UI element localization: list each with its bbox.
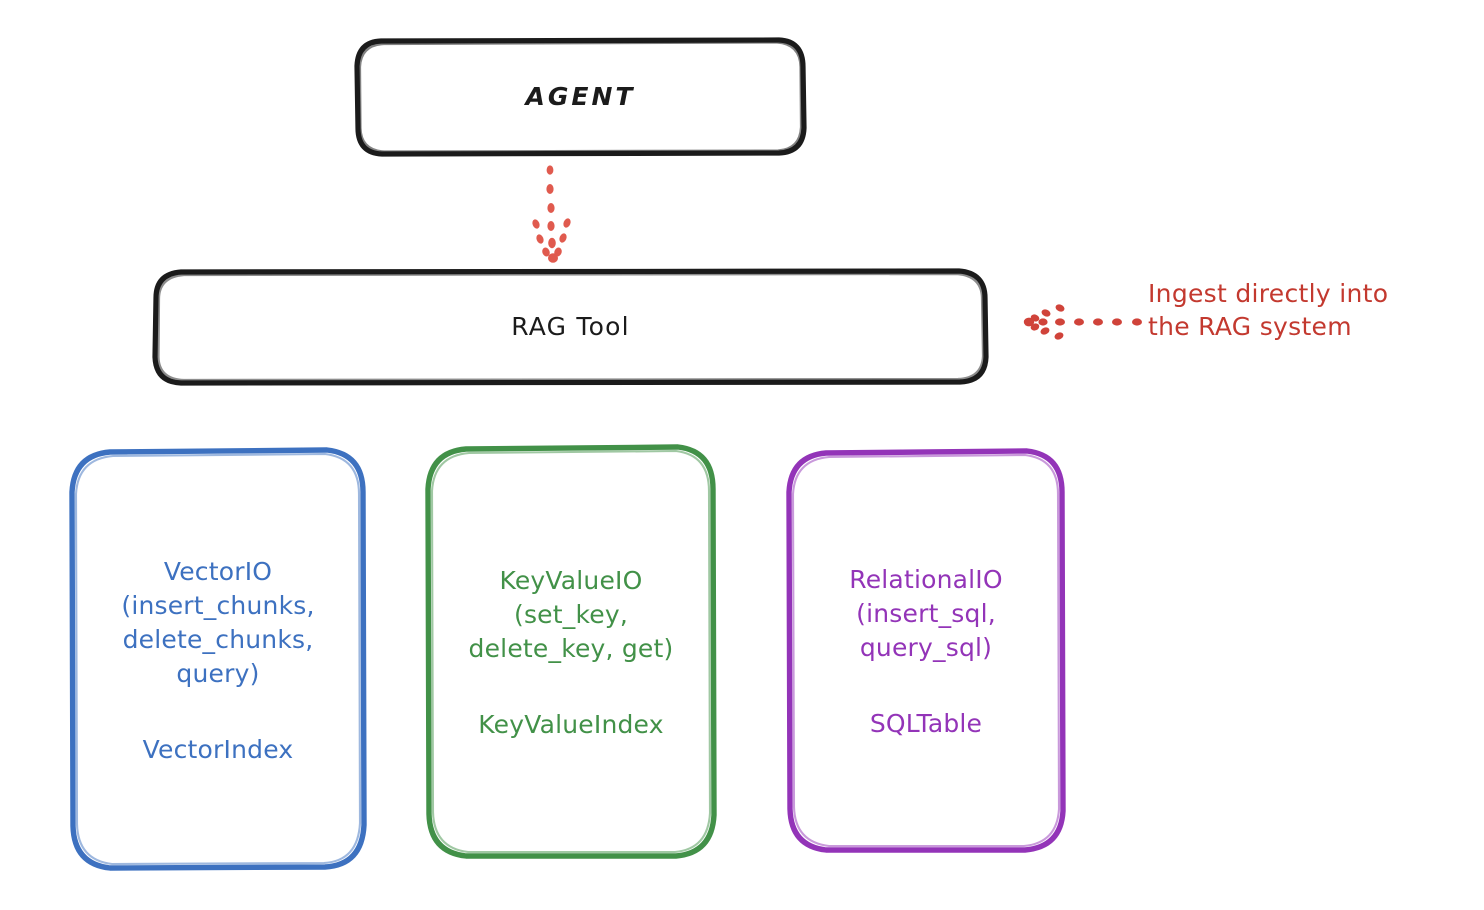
dotted-arrow-down-icon: [532, 165, 571, 263]
node-relational-io-title: RelationalIO (insert_sql, query_sql): [849, 565, 1003, 662]
node-agent-label: AGENT: [525, 81, 636, 111]
rag-tool-box-outline: [152, 268, 989, 386]
node-key-value-io-title: KeyValueIO (set_key, delete_key, get): [468, 566, 674, 663]
annotation-ingest-directly: Ingest directly into the RAG system: [1148, 279, 1389, 342]
node-vector-io[interactable]: VectorIO (insert_chunks, delete_chunks, …: [72, 450, 364, 868]
node-relational-io[interactable]: RelationalIO (insert_sql, query_sql) SQL…: [789, 451, 1063, 850]
node-vector-io-title: VectorIO (insert_chunks, delete_chunks, …: [121, 556, 315, 688]
key-value-io-box-outline: [425, 444, 717, 859]
node-relational-io-subtitle: SQLTable: [869, 709, 983, 738]
node-key-value-io[interactable]: KeyValueIO (set_key, delete_key, get) Ke…: [428, 447, 714, 856]
vector-io-box-outline: [69, 447, 367, 871]
relational-io-box-outline: [786, 448, 1066, 853]
node-vector-io-subtitle: VectorIndex: [142, 734, 294, 764]
node-key-value-io-subtitle: KeyValueIndex: [478, 710, 664, 739]
node-agent[interactable]: AGENT: [357, 40, 804, 154]
node-rag-tool[interactable]: RAG Tool: [155, 271, 986, 383]
agent-box-outline: [354, 37, 807, 157]
dotted-arrow-left-icon: [1023, 304, 1142, 340]
node-rag-tool-label: RAG Tool: [511, 311, 630, 341]
